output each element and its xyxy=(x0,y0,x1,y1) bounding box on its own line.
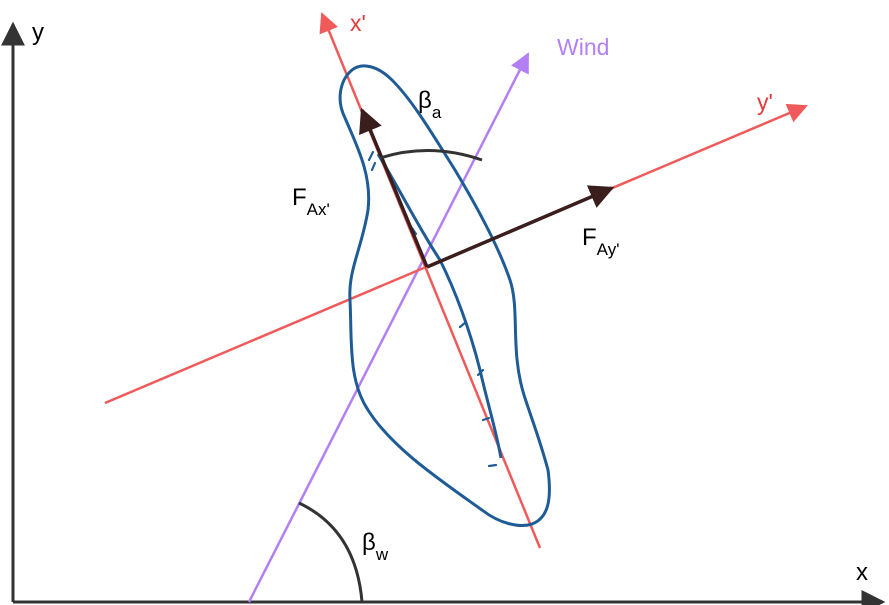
y-prime-axis-label: y' xyxy=(757,89,773,115)
x-prime-axis-line xyxy=(319,12,542,549)
force-ax-label: FAx' xyxy=(292,184,330,219)
wind-label: Wind xyxy=(557,34,609,60)
chord-tick-marks xyxy=(367,150,498,468)
beta-a-label: βa xyxy=(418,87,442,122)
y-axis-label: y xyxy=(32,19,44,46)
x-axis-label: x xyxy=(856,559,868,586)
x-prime-axis-label: x' xyxy=(350,10,366,36)
beta-w-label: βw xyxy=(362,529,389,564)
force-ay-label: FAy' xyxy=(582,224,619,259)
force-ay-vector xyxy=(426,185,615,269)
chord-line xyxy=(376,153,503,459)
body-outline xyxy=(338,64,551,527)
beta-w-arc xyxy=(298,501,364,603)
beta-a-arc xyxy=(379,148,483,162)
wind-line xyxy=(247,52,530,603)
force-ax-vector xyxy=(359,107,429,268)
